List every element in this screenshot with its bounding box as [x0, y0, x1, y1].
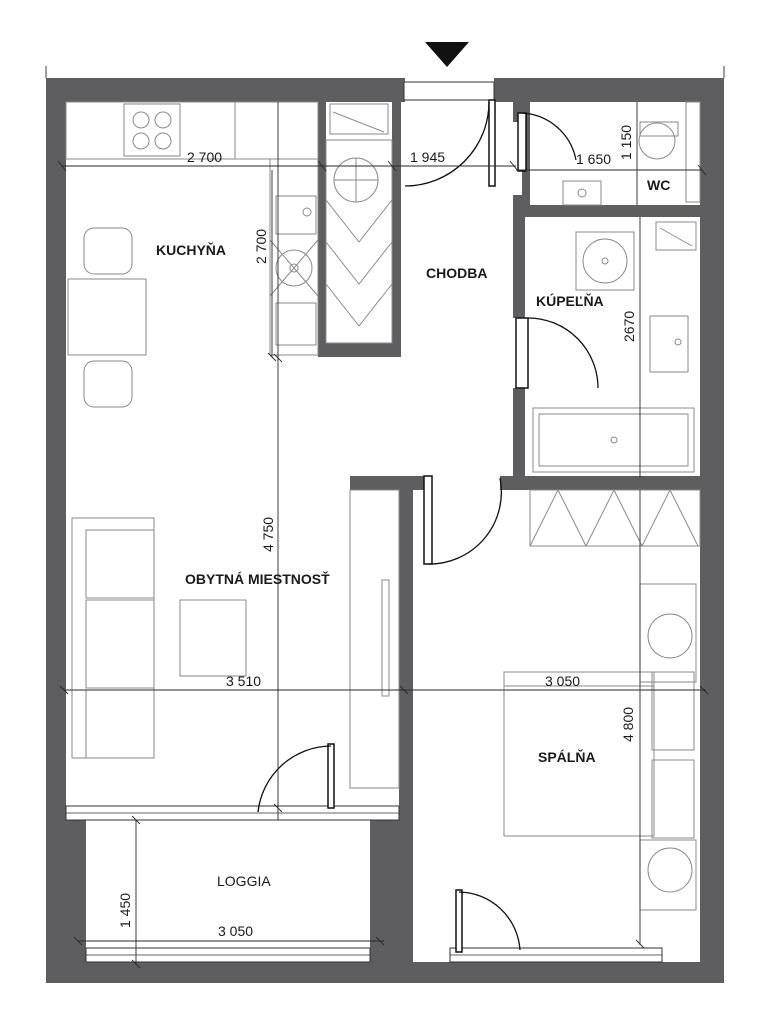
- kitchen-fixtures: [65, 101, 393, 356]
- wc-fixtures: [562, 101, 701, 206]
- dim-wc-height: 1 150: [618, 125, 634, 160]
- dim-bath-height: 2670: [621, 311, 637, 342]
- dining-set: [67, 227, 147, 408]
- room-label-bedroom: SPÁLŇA: [538, 748, 596, 765]
- entrance-arrow-icon: [425, 42, 469, 67]
- dim-bedroom-length: 4 800: [620, 707, 636, 742]
- dim-loggia-depth: 1 450: [117, 893, 133, 928]
- room-label-hallway: CHODBA: [426, 265, 487, 281]
- room-label-kitchen: KUCHYŇA: [156, 241, 226, 258]
- bath-fixtures: [532, 221, 697, 473]
- living-furniture: [71, 489, 400, 789]
- bedroom-furniture: [503, 488, 701, 911]
- dim-bedroom-width: 3 050: [545, 673, 580, 689]
- room-label-bathroom: KÚPEĽŇA: [536, 292, 604, 309]
- dim-hallway-width: 1 945: [410, 149, 445, 165]
- room-label-wc: WC: [647, 177, 670, 193]
- dim-loggia-width: 3 050: [218, 923, 253, 939]
- dim-living-length: 4 750: [260, 517, 276, 552]
- dimension-lines: [45, 66, 725, 969]
- dim-bath-width: 1 650: [576, 151, 611, 167]
- windows: [65, 81, 663, 963]
- dim-living-width: 3 510: [226, 673, 261, 689]
- room-label-living: OBYTNÁ MIESTNOSŤ: [185, 570, 330, 587]
- walls: [46, 78, 724, 983]
- dim-kitchen-counter: 2 700: [253, 229, 269, 264]
- doors: [257, 99, 599, 953]
- room-label-loggia: LOGGIA: [217, 873, 271, 889]
- dim-kitchen-width: 2 700: [187, 149, 222, 165]
